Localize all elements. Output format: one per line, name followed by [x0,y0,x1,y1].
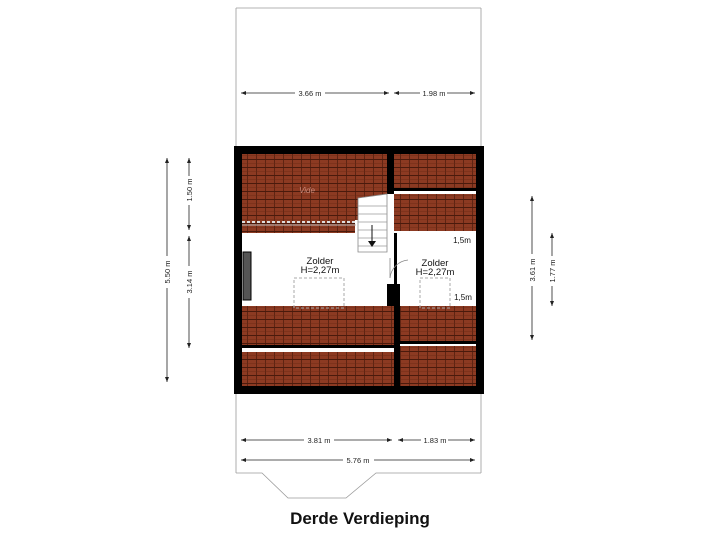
roof-tiles [242,154,476,386]
dim-right-1: 3.61 m [528,259,537,282]
tile-area-bottom-right-1 [400,306,476,341]
tile-area-top-left-lower [242,220,355,233]
roof-label: Vide [299,186,315,195]
tile-area-bottom-left-2 [242,352,394,386]
tile-area-top-right-1 [394,154,476,188]
dim-left-1: 1.50 m [185,179,194,202]
stair-arrow-icon [368,241,376,247]
dimension-bottom [241,438,475,462]
dormer-window-2 [419,277,451,309]
internal-lines [242,154,476,386]
slope-label-1: 1,5m [453,236,471,245]
dim-top-1: 3.66 m [299,89,322,98]
door [389,258,409,279]
dimension-top [241,91,475,95]
slope-label-2: 1,5m [454,293,472,302]
room-name-1: Zolder [307,256,334,267]
dimension-left [165,158,191,382]
dim-left-total: 5.50 m [163,261,172,284]
dim-right-2: 1.77 m [548,260,557,283]
dormer-windows [293,277,451,309]
room-height-2: H=2,27m [416,267,455,278]
room-name-2: Zolder [422,258,449,269]
tile-area-bottom-right-2 [400,346,476,386]
window-left [242,251,252,301]
dimension-right [530,196,554,340]
page-title: Derde Verdieping [290,509,430,528]
room-height-1: H=2,27m [301,265,340,276]
outline [235,7,482,499]
dim-bottom-1: 3.81 m [308,436,331,445]
tile-area-top-right-2 [394,194,476,231]
stair [357,193,388,253]
dim-bottom-2: 1.83 m [424,436,447,445]
dormer-window-1 [293,277,345,309]
dim-top-2: 1.98 m [423,89,446,98]
outer-walls [234,146,484,394]
dim-bottom-total: 5.76 m [347,456,370,465]
tile-area-bottom-left-1 [242,306,394,346]
dim-left-2: 3.14 m [185,271,194,294]
